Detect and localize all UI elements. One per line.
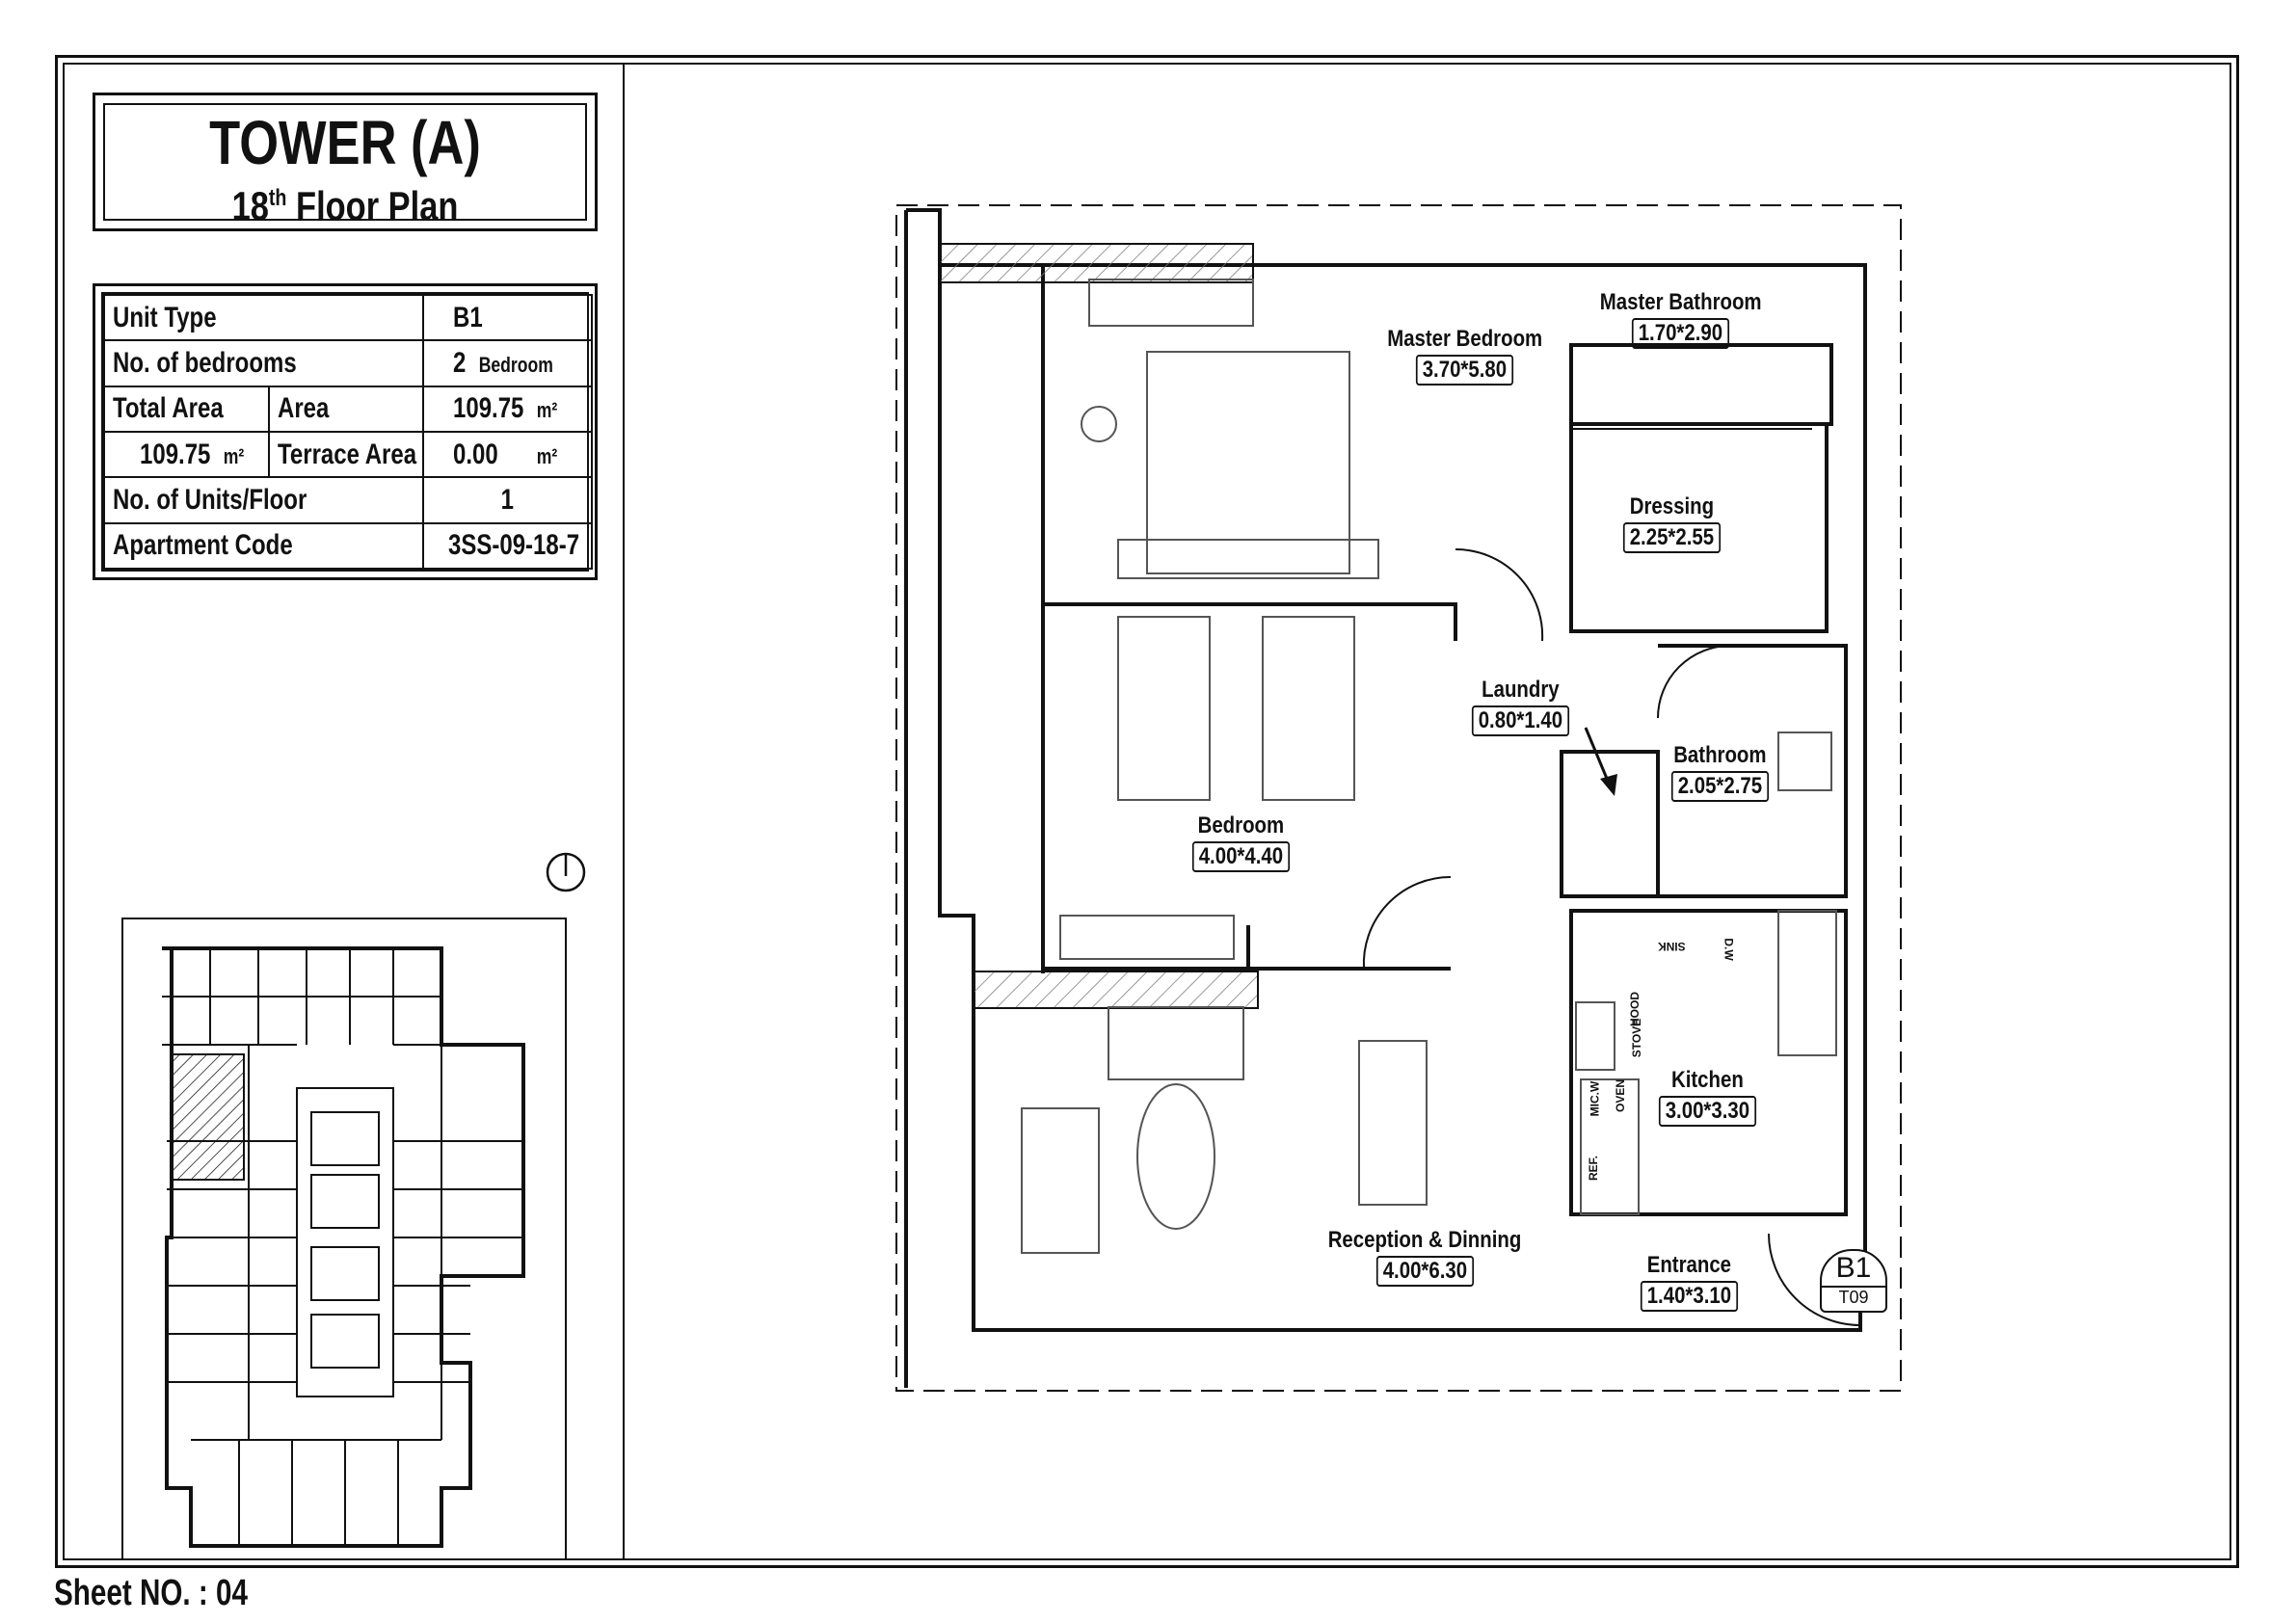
panel-divider [623,63,625,1560]
dishwasher-label: D.W [1722,938,1736,961]
apartment-code-value: 3SS-09-18-7 [422,521,594,571]
units-per-floor-label: No. of Units/Floor [102,476,425,524]
total-area-label: Total Area [103,385,270,433]
north-arrow-icon [546,852,586,892]
unit-type-label: Unit Type [102,293,425,342]
bedrooms-label: No. of bedrooms [102,339,425,387]
key-plan [121,918,567,1558]
area-value: 109.75 m² [422,385,594,433]
sheet-number: Sheet NO. : 04 [54,1573,248,1613]
bedrooms-value: 2 Bedroom [422,339,594,387]
microwave-label: MIC.W [1588,1080,1602,1117]
apartment-code-label: Apartment Code [102,521,425,571]
unit-tag: B1 T09 [1820,1249,1887,1313]
title-block: TOWER (A) 18th Floor Plan [93,93,598,231]
unit-info-table: Unit Type B1 No. of bedrooms 2 Bedroom T… [93,283,598,580]
tower-title: TOWER (A) [209,108,481,177]
oven-label: OVEN [1614,1078,1628,1113]
terrace-value: 0.00 m² [422,430,594,479]
unit-type-value: B1 [422,293,594,342]
hood-label: HOOD [1628,992,1642,1026]
drawing-frame-inner [63,63,2231,1560]
sink-label: SINK [1658,940,1686,953]
floor-title: 18th Floor Plan [231,183,459,228]
fridge-label: REF. [1587,1155,1601,1182]
total-area-value: 109.75 m² [103,430,270,479]
key-plan-drawing [162,946,525,1548]
terrace-label: Terrace Area [267,430,425,479]
drawing-frame-outer [55,55,2239,1568]
area-label: Area [267,385,425,433]
units-per-floor-value: 1 [422,476,594,524]
